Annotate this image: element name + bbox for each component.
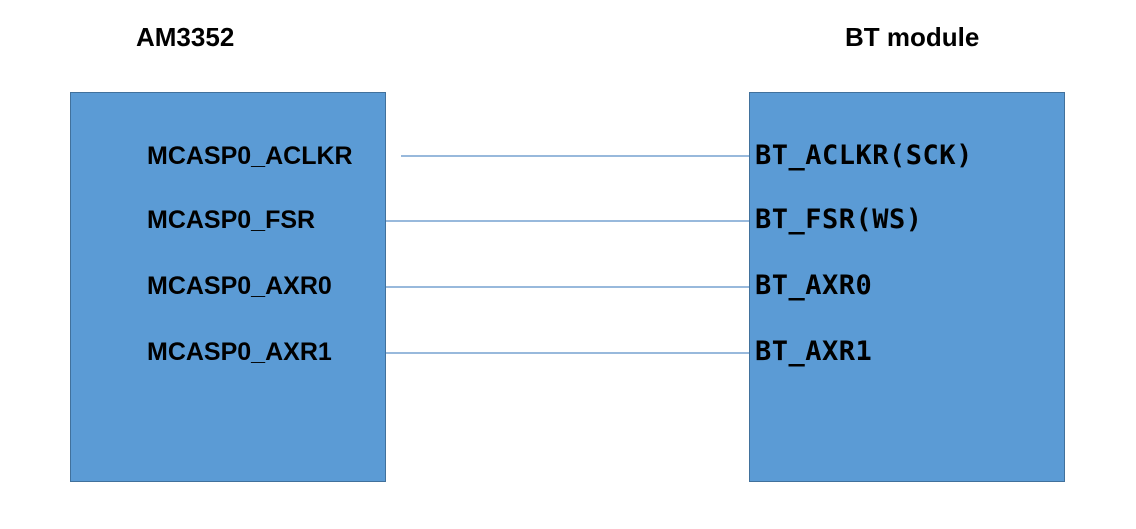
left-pin-label: MCASP0_FSR	[147, 206, 316, 234]
left-chip-box	[70, 92, 386, 482]
right-pin-label: BT_AXR0	[755, 270, 873, 301]
right-chip-title: BT module	[845, 22, 980, 52]
right-chip-box	[749, 92, 1065, 482]
left-pin-label: MCASP0_AXR0	[147, 272, 332, 300]
right-pin-label: BT_AXR1	[755, 336, 873, 367]
left-pin-label: MCASP0_AXR1	[147, 338, 332, 366]
left-pin-label: MCASP0_ACLKR	[147, 142, 353, 170]
right-pin-label: BT_ACLKR(SCK)	[755, 140, 973, 171]
left-chip-title: AM3352	[136, 22, 235, 52]
right-pin-label: BT_FSR(WS)	[755, 204, 923, 235]
